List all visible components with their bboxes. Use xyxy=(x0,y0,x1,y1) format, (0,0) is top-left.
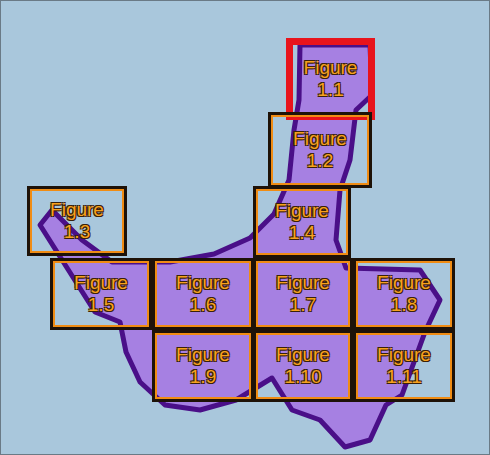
figure-label: Figure 1.5 xyxy=(65,272,137,316)
figure-label: Figure 1.8 xyxy=(368,272,440,316)
figure-label: Figure 1.7 xyxy=(267,272,339,316)
figure-label: Figure 1.9 xyxy=(167,344,239,388)
figure-box: Figure 1.1 xyxy=(286,38,375,120)
figure-box: Figure 1.3 xyxy=(27,186,127,256)
figure-box: Figure 1.6 xyxy=(152,258,254,330)
figure-box: Figure 1.2 xyxy=(268,112,372,188)
figure-box: Figure 1.11 xyxy=(353,330,455,402)
figure-label: Figure 1.1 xyxy=(295,57,367,101)
figure-label: Figure 1.4 xyxy=(266,200,338,244)
figure-box: Figure 1.8 xyxy=(353,258,455,330)
landmass xyxy=(40,45,440,447)
figure-box: Figure 1.9 xyxy=(152,330,254,402)
figure-box: Figure 1.7 xyxy=(253,258,353,330)
figure-box: Figure 1.5 xyxy=(50,258,152,330)
figure-label: Figure 1.10 xyxy=(267,344,339,388)
figure-box: Figure 1.4 xyxy=(253,186,351,258)
figure-label: Figure 1.2 xyxy=(284,128,356,172)
figure-box: Figure 1.10 xyxy=(253,330,353,402)
figure-label: Figure 1.6 xyxy=(167,272,239,316)
figure-label: Figure 1.11 xyxy=(368,344,440,388)
figure-label: Figure 1.3 xyxy=(41,199,113,243)
